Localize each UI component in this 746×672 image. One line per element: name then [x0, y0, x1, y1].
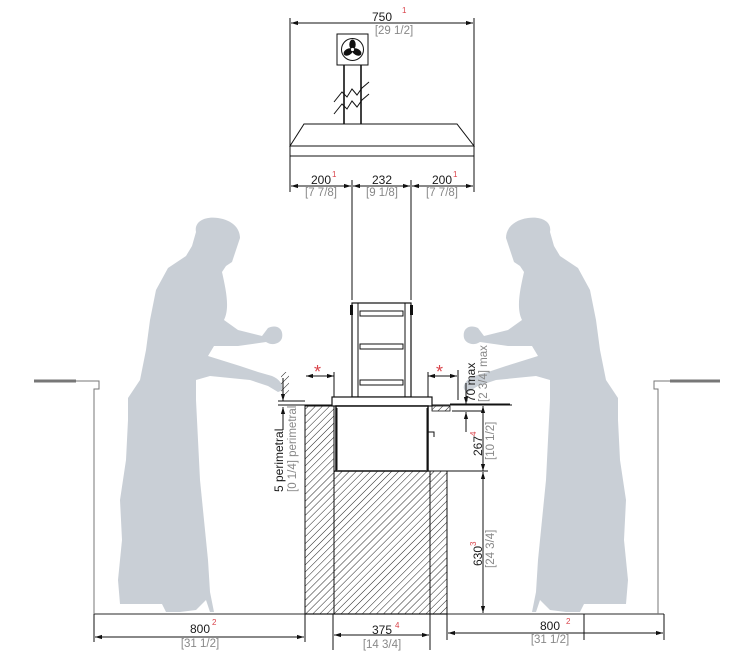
svg-text:5 perimetral: 5 perimetral	[272, 429, 286, 492]
svg-text:[2 3/4] max: [2 3/4] max	[478, 345, 490, 402]
svg-text:750: 750	[372, 10, 392, 24]
svg-text:[9 1/8]: [9 1/8]	[366, 187, 398, 199]
svg-text:375: 375	[372, 623, 392, 637]
svg-text:[7 7/8]: [7 7/8]	[426, 187, 458, 199]
dim-unit-height: 267 4 [10 1/2]	[446, 406, 497, 472]
person-left-silhouette	[118, 217, 283, 612]
left-counter	[34, 379, 100, 614]
clearance-right: *	[427, 362, 459, 400]
svg-text:[29 1/2]: [29 1/2]	[375, 25, 413, 37]
svg-text:[31 1/2]: [31 1/2]	[531, 634, 569, 646]
svg-text:[10 1/2]: [10 1/2]	[485, 422, 497, 460]
svg-text:3: 3	[469, 541, 478, 546]
downdraft-tower	[350, 302, 413, 398]
note-marker-star: *	[314, 362, 321, 382]
svg-text:1: 1	[453, 170, 458, 179]
svg-text:200: 200	[311, 173, 331, 187]
svg-text:800: 800	[190, 622, 210, 636]
dim-hood-segments: 200 1 [7 7/8] 232 [9 1/8] 200 1 [7 7/8]	[291, 170, 473, 300]
svg-text:70 max: 70 max	[464, 363, 478, 402]
svg-text:[31 1/2]: [31 1/2]	[181, 638, 219, 650]
svg-text:[0 1/4] perimetral: [0 1/4] perimetral	[287, 406, 299, 492]
svg-text:630: 630	[471, 546, 485, 566]
fan-icon	[341, 38, 364, 61]
svg-text:[24 3/4]: [24 3/4]	[485, 530, 497, 568]
dim-top-clearance: 70 max [2 3/4] max	[450, 345, 510, 432]
svg-text:[14 3/4]: [14 3/4]	[363, 639, 401, 651]
fan-blades	[343, 39, 362, 56]
svg-text:2: 2	[212, 618, 217, 627]
extraction-hood	[289, 18, 476, 192]
svg-text:267: 267	[471, 436, 485, 456]
svg-text:2: 2	[566, 617, 571, 626]
clearance-left: *	[306, 362, 335, 397]
dim-bottom: 800 2 [31 1/2] 375 4 [14 3/4] 800 2 [31 …	[93, 614, 665, 651]
cooktop-unit	[278, 396, 512, 472]
svg-text:4: 4	[395, 621, 400, 630]
svg-text:1: 1	[402, 6, 407, 15]
fan-box	[336, 33, 369, 66]
svg-text:[7 7/8]: [7 7/8]	[305, 187, 337, 199]
svg-text:200: 200	[432, 173, 452, 187]
svg-text:4: 4	[469, 431, 478, 436]
dim-perimetral: 5 perimetral [0 1/4] perimetral	[272, 378, 305, 492]
cabinet-hatched	[281, 372, 448, 615]
svg-text:800: 800	[540, 619, 560, 633]
svg-text:232: 232	[372, 173, 392, 187]
dim-hood-width: 750 1 [29 1/2]	[291, 6, 473, 37]
dim-counter-height: 630 3 [24 3/4]	[469, 472, 497, 613]
right-counter	[653, 379, 720, 614]
note-marker-star: *	[436, 362, 443, 382]
svg-text:1: 1	[332, 170, 337, 179]
person-right-silhouette	[463, 217, 628, 612]
